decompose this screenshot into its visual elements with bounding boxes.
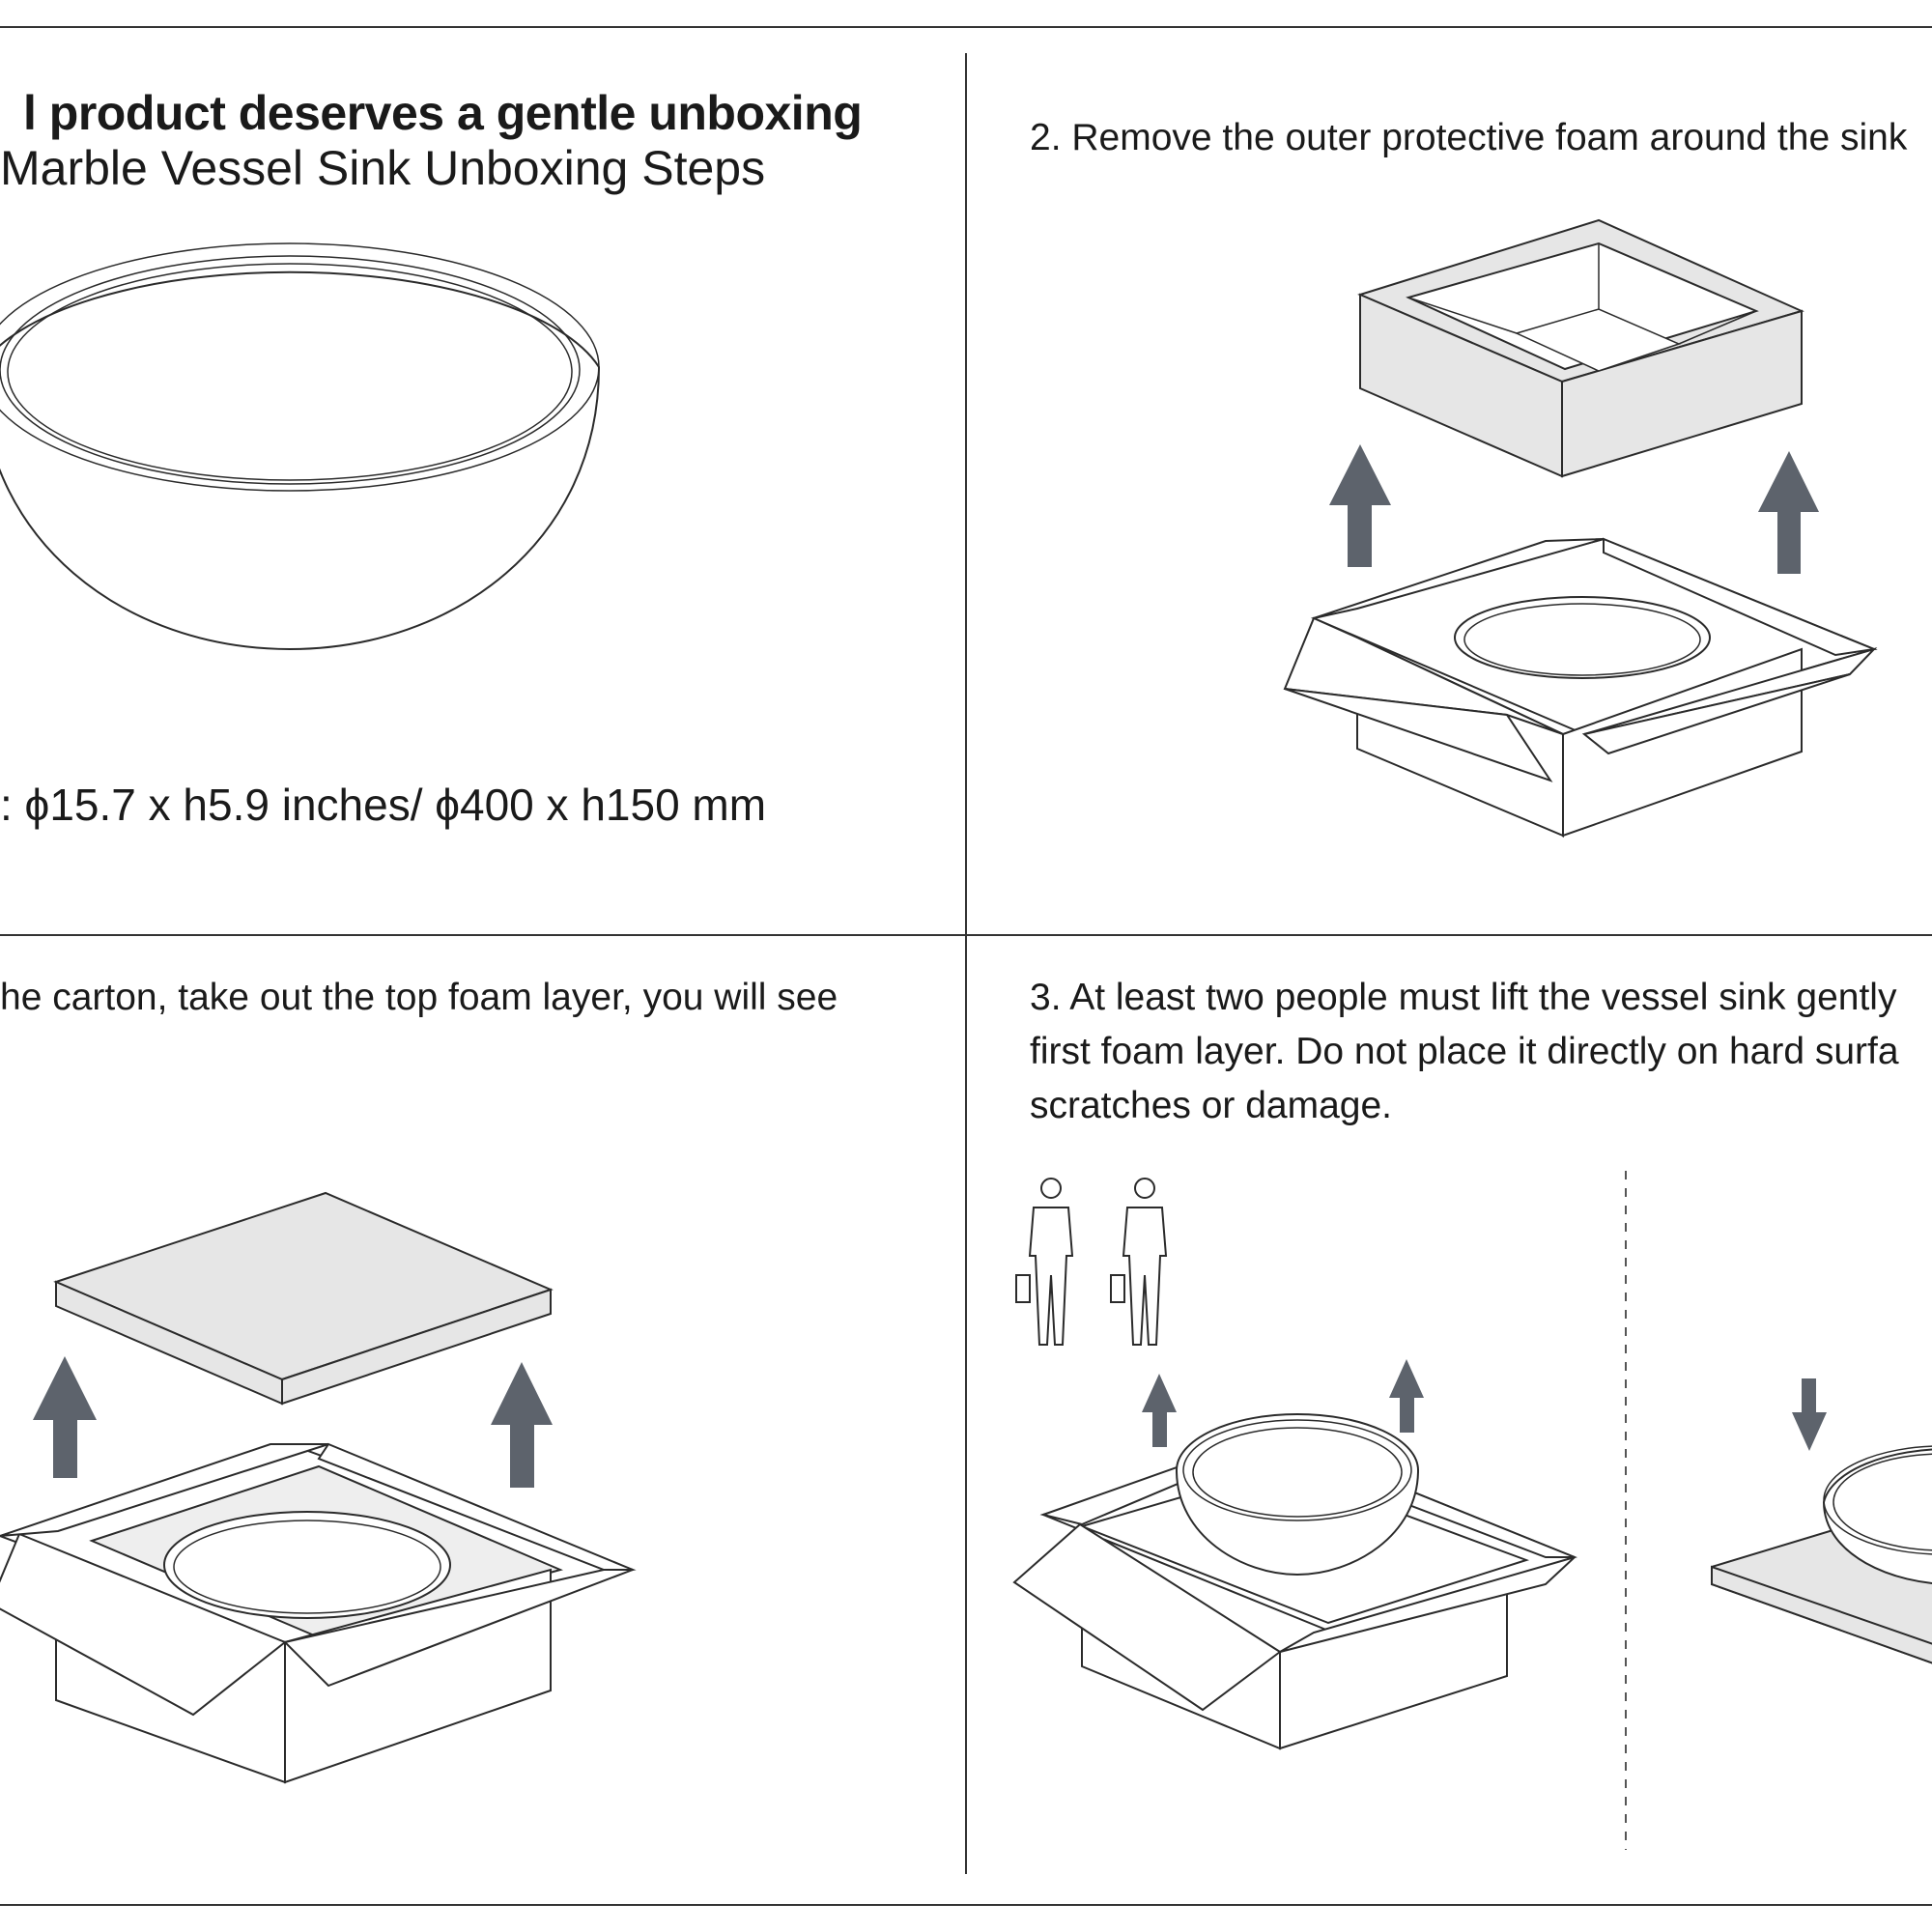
arrow-up-icon <box>1329 444 1391 567</box>
person-icon <box>1110 1178 1168 1346</box>
step3-instruction-line-1: 3. At least two people must lift the ves… <box>1030 977 1897 1018</box>
arrow-down-icon <box>1792 1378 1827 1451</box>
sink-on-foam-drawing <box>1711 1445 1932 1664</box>
page-title: l product deserves a gentle unboxing <box>23 86 863 140</box>
foam-layer-drawing <box>53 1191 554 1406</box>
arrow-up-icon <box>1389 1359 1424 1433</box>
vessel-sink-drawing <box>0 242 601 651</box>
sink-dimensions: : ϕ15.7 x h5.9 inches/ ϕ400 x h150 mm <box>0 780 767 830</box>
open-box-step1-drawing <box>0 1442 637 1784</box>
step2-instruction: 2. Remove the outer protective foam arou… <box>1030 117 1908 158</box>
arrow-up-icon <box>1758 451 1819 574</box>
page-subtitle: Marble Vessel Sink Unboxing Steps <box>0 141 766 195</box>
arrow-up-icon <box>491 1362 553 1488</box>
step3-instruction-line-3: scratches or damage. <box>1030 1085 1393 1126</box>
arrow-up-icon <box>33 1356 97 1478</box>
arrow-up-icon <box>1142 1374 1177 1447</box>
foam-ring-drawing <box>1357 218 1804 478</box>
step1-instruction: he carton, take out the top foam layer, … <box>0 977 838 1018</box>
open-box-step3-drawing <box>1012 1413 1577 1750</box>
person-icon <box>1015 1178 1074 1346</box>
open-box-step2-drawing <box>1283 537 1878 838</box>
step3-instruction-line-2: first foam layer. Do not place it direct… <box>1030 1031 1899 1072</box>
